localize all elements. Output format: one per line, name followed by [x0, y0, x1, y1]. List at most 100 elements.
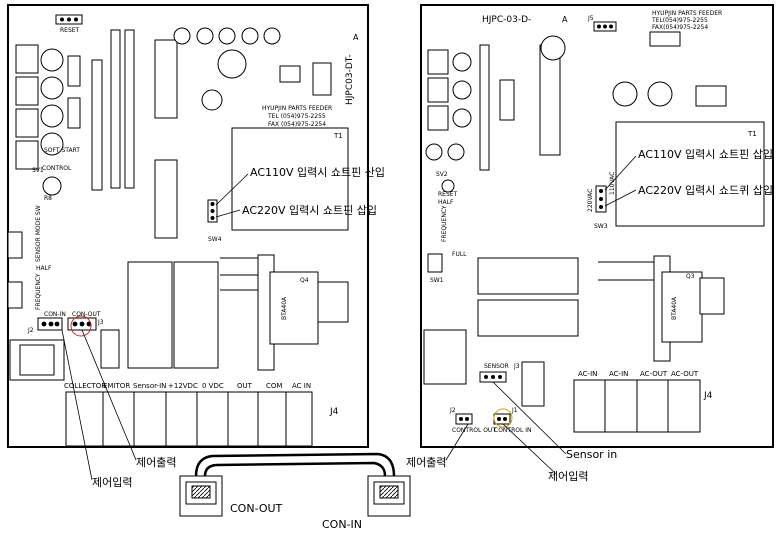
- left-triac: [269, 271, 319, 345]
- terminal-label: +12VDC: [168, 382, 198, 390]
- callout-control-input-right: 제어입력: [548, 470, 588, 483]
- callout-sensor-in: Sensor in: [566, 448, 617, 461]
- right-110vac-label: 110VAC: [609, 172, 616, 195]
- cable-con-in-label: CON-IN: [322, 518, 362, 531]
- terminal-label: AC-OUT: [640, 370, 668, 378]
- right-half-label: HALF: [438, 199, 454, 206]
- left-board-title: HJPC03-DT-: [345, 54, 355, 105]
- right-board-rev: A: [562, 15, 568, 24]
- left-j3-label: J3: [97, 319, 104, 326]
- right-sensor-label: SENSOR: [484, 363, 509, 370]
- left-frequency-label: FREQUENCY: [35, 273, 42, 310]
- terminal-label: AC-IN: [609, 370, 628, 378]
- terminal-label: AC-OUT: [671, 370, 699, 378]
- left-soft-start-label: SOFT START: [44, 147, 80, 154]
- terminal-label: 0 VDC: [202, 382, 224, 390]
- right-terminal-strip: [573, 379, 701, 433]
- right-reset-label: RESET: [438, 191, 458, 198]
- right-board-fax: FAX(054)975-2254: [652, 24, 708, 31]
- right-control-in-highlight: [493, 408, 513, 428]
- left-con-out-highlight: [70, 315, 92, 337]
- right-control-out-label: CONTROL OUT: [452, 427, 496, 434]
- left-header-strip: [110, 29, 121, 189]
- right-j5-label: J5: [587, 15, 594, 22]
- left-ac110-annotation: AC110V 입력시 쇼트핀 산입: [250, 166, 385, 179]
- left-sw4-label: SW4: [208, 236, 222, 243]
- right-board-company: HYUPJIN PARTS FEEDER: [652, 10, 722, 17]
- right-220vac-label: 220VAC: [587, 189, 594, 212]
- terminal-label: AC-IN: [578, 370, 597, 378]
- cable-con-out-label: CON-OUT: [230, 502, 283, 515]
- left-con-out-label: CON-OUT: [72, 311, 101, 318]
- right-frequency-label: FREQUENCY: [441, 205, 448, 242]
- left-terminal-strip: [65, 391, 313, 447]
- left-triac-label: BTA40A: [281, 296, 288, 320]
- right-triac: [661, 271, 703, 343]
- left-ac220-annotation: AC220V 입력시 쇼트핀 삽입: [242, 204, 377, 217]
- right-j4-label: J4: [703, 391, 713, 401]
- left-j4-label: J4: [329, 407, 339, 417]
- left-transformer: [231, 127, 349, 231]
- left-power-connector: [312, 62, 332, 96]
- right-board: HJPC-03-D- A HYUPJIN PARTS FEEDER TEL(05…: [420, 4, 774, 448]
- callouts: 제어출력 제어입력 제어출력 Sensor in 제어입력: [61, 329, 617, 489]
- left-bulk-cap: [217, 49, 247, 79]
- left-board-company: HYUPJIN PARTS FEEDER: [262, 105, 332, 112]
- right-j2-label: J2: [449, 407, 456, 414]
- terminal-label: AC IN: [292, 382, 311, 390]
- left-board: A HJPC03-DT- HYUPJIN PARTS FEEDER TEL (0…: [7, 4, 385, 448]
- right-transformer: [615, 121, 765, 227]
- right-transformer-label: T1: [747, 130, 757, 138]
- left-sv1-label: SV1: [32, 167, 44, 174]
- right-sw3-label: SW3: [594, 223, 608, 230]
- right-j1-label: J1: [511, 407, 518, 414]
- terminal-label: COM: [266, 382, 282, 390]
- left-ic-u2: [154, 159, 178, 239]
- left-board-rev: A: [353, 33, 359, 42]
- right-full-label: FULL: [452, 251, 467, 258]
- right-board-tel: TEL(054)975-2255: [651, 17, 708, 24]
- terminal-label: EMITOR: [103, 382, 130, 390]
- left-sensor-mode-label: SENSOR MODE SW: [35, 205, 42, 262]
- left-frequency-switch: [7, 281, 23, 309]
- right-ac110-annotation: AC110V 입력시 쇼트핀 삽입: [638, 148, 773, 161]
- left-j2-label: J2: [27, 327, 34, 334]
- right-bulk-cap: [540, 35, 566, 61]
- right-ic-u1: [539, 44, 561, 156]
- left-board-tel: TEL (054)975-2255: [267, 113, 326, 120]
- right-control-out-header: [455, 413, 473, 425]
- right-sw1-switch: [427, 253, 443, 273]
- con-cable: CON-OUT CON-IN: [179, 452, 411, 531]
- right-control-in-header: [493, 413, 511, 425]
- left-sensor-mode-switch: [7, 231, 23, 259]
- right-q3-label: Q3: [686, 273, 695, 280]
- left-ic-u1: [154, 39, 178, 119]
- callout-control-input-left: 제어입력: [92, 476, 132, 489]
- left-board-fax: FAX (054)975-2254: [268, 121, 326, 128]
- left-relay-2: [173, 261, 219, 369]
- right-ac220-annotation: AC220V 입력시 쇼드퀴 삽입: [638, 184, 773, 197]
- right-sw1-label: SW1: [430, 277, 444, 284]
- terminal-label: Sensor-IN: [133, 382, 166, 390]
- terminal-label: OUT: [237, 382, 253, 390]
- left-q4-label: Q4: [300, 277, 309, 284]
- right-relay-2: [477, 299, 579, 337]
- left-reset-label: RESET: [60, 27, 80, 34]
- left-transformer-label: T1: [333, 132, 343, 140]
- callout-control-output-right: 제어출력: [406, 456, 446, 469]
- left-pot-column: [15, 44, 64, 196]
- right-sv2-label: SV2: [436, 171, 448, 178]
- left-con-in-label: CON-IN: [44, 311, 66, 318]
- left-half-label: HALF: [36, 265, 52, 272]
- left-relay-1: [127, 261, 173, 369]
- right-relay-1: [477, 257, 579, 295]
- right-board-title: HJPC-03-D-: [482, 15, 531, 25]
- left-control-label: CONTROL: [42, 165, 72, 172]
- terminal-label: COLLECTOR: [64, 382, 106, 390]
- left-r8-label: R8: [44, 195, 52, 202]
- right-j3-label: J3: [513, 363, 520, 370]
